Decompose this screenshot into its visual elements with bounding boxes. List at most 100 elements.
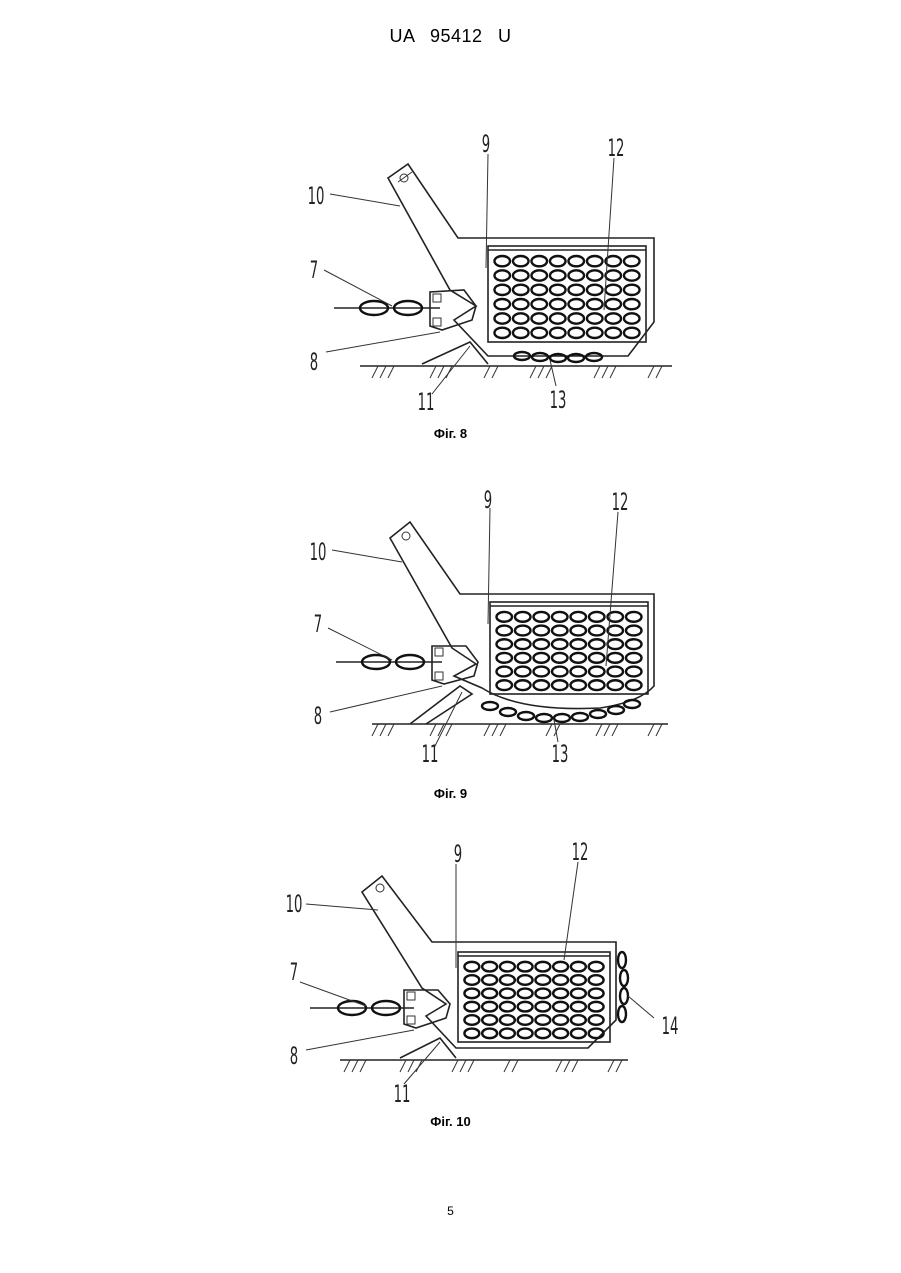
mesh-link bbox=[589, 653, 605, 663]
mesh-link bbox=[550, 270, 566, 280]
mesh-link bbox=[500, 1029, 515, 1039]
mesh-link bbox=[570, 612, 586, 622]
mesh-link bbox=[589, 626, 605, 636]
mesh-link bbox=[550, 299, 566, 309]
mesh-link bbox=[552, 626, 568, 636]
label-11: 11 bbox=[422, 740, 439, 769]
figure-8-caption: Фіг. 8 bbox=[0, 426, 901, 441]
figure-10: 10 9 12 7 8 11 14 bbox=[0, 836, 901, 1196]
mesh-link bbox=[570, 639, 586, 649]
mesh-link bbox=[552, 612, 568, 622]
label-8: 8 bbox=[290, 1042, 298, 1071]
label-8: 8 bbox=[310, 348, 318, 377]
mesh-link bbox=[535, 1029, 550, 1039]
mesh-link bbox=[589, 1015, 604, 1025]
mesh-link bbox=[533, 626, 549, 636]
mesh-link bbox=[589, 612, 605, 622]
mesh-link bbox=[531, 313, 547, 323]
mesh-link bbox=[494, 256, 510, 266]
mesh-link bbox=[531, 256, 547, 266]
mesh-link bbox=[515, 639, 531, 649]
mesh-link bbox=[513, 256, 529, 266]
mesh-link bbox=[500, 1015, 515, 1025]
mesh-link bbox=[624, 328, 640, 338]
mesh-link bbox=[568, 256, 584, 266]
label-10: 10 bbox=[286, 890, 303, 919]
mesh-link bbox=[571, 1002, 586, 1012]
mesh-link bbox=[535, 975, 550, 985]
mesh-link bbox=[550, 328, 566, 338]
mesh-link bbox=[587, 313, 603, 323]
mesh-link bbox=[550, 285, 566, 295]
chain-mesh-12 bbox=[496, 612, 641, 690]
mesh-link bbox=[535, 989, 550, 999]
mesh-link bbox=[607, 680, 623, 690]
label-8: 8 bbox=[314, 702, 322, 731]
figure-9-caption: Фіг. 9 bbox=[0, 786, 901, 801]
mesh-link bbox=[482, 975, 497, 985]
mesh-link bbox=[589, 962, 604, 972]
mesh-link bbox=[513, 285, 529, 295]
mesh-link bbox=[482, 1029, 497, 1039]
mesh-link bbox=[464, 975, 479, 985]
label-9: 9 bbox=[482, 130, 490, 159]
mesh-link bbox=[607, 626, 623, 636]
mesh-link bbox=[513, 313, 529, 323]
label-13: 13 bbox=[550, 386, 567, 415]
mesh-link bbox=[500, 989, 515, 999]
mesh-link bbox=[500, 975, 515, 985]
mesh-link bbox=[626, 653, 642, 663]
mesh-link bbox=[571, 1015, 586, 1025]
mesh-link bbox=[570, 667, 586, 677]
mesh-link bbox=[605, 270, 621, 280]
mesh-link bbox=[589, 975, 604, 985]
mesh-link bbox=[607, 639, 623, 649]
mesh-link bbox=[624, 313, 640, 323]
mesh-link bbox=[518, 1002, 533, 1012]
mesh-link bbox=[552, 653, 568, 663]
label-11: 11 bbox=[418, 388, 435, 417]
mesh-link bbox=[553, 1002, 568, 1012]
figure-10-drawing: 10 9 12 7 8 11 14 bbox=[0, 836, 901, 1196]
mesh-link bbox=[513, 299, 529, 309]
mesh-link bbox=[589, 989, 604, 999]
mesh-link bbox=[464, 962, 479, 972]
label-12: 12 bbox=[608, 134, 625, 163]
mesh-link bbox=[531, 270, 547, 280]
label-7: 7 bbox=[314, 610, 322, 639]
mesh-link bbox=[515, 653, 531, 663]
mesh-link bbox=[589, 639, 605, 649]
mesh-link bbox=[626, 612, 642, 622]
mesh-link bbox=[553, 975, 568, 985]
mesh-link bbox=[531, 299, 547, 309]
mesh-link bbox=[533, 653, 549, 663]
mesh-link bbox=[571, 989, 586, 999]
mesh-link bbox=[553, 1015, 568, 1025]
mesh-link bbox=[533, 639, 549, 649]
mesh-link bbox=[587, 256, 603, 266]
mesh-link bbox=[553, 1029, 568, 1039]
label-9: 9 bbox=[454, 840, 462, 869]
label-10: 10 bbox=[308, 182, 325, 211]
mesh-link bbox=[589, 1029, 604, 1039]
mesh-link bbox=[571, 1029, 586, 1039]
mesh-link bbox=[482, 989, 497, 999]
label-13: 13 bbox=[552, 740, 569, 769]
mesh-link bbox=[518, 989, 533, 999]
mesh-link bbox=[496, 639, 512, 649]
mesh-link bbox=[626, 639, 642, 649]
mesh-link bbox=[494, 313, 510, 323]
mesh-link bbox=[605, 299, 621, 309]
mesh-link bbox=[513, 328, 529, 338]
mesh-link bbox=[494, 299, 510, 309]
mesh-link bbox=[607, 667, 623, 677]
mesh-link bbox=[496, 626, 512, 636]
mesh-link bbox=[571, 975, 586, 985]
mesh-link bbox=[496, 653, 512, 663]
mesh-link bbox=[531, 285, 547, 295]
mesh-link bbox=[626, 626, 642, 636]
mesh-link bbox=[605, 328, 621, 338]
mesh-link bbox=[535, 1002, 550, 1012]
mesh-link bbox=[500, 1002, 515, 1012]
mesh-link bbox=[496, 667, 512, 677]
